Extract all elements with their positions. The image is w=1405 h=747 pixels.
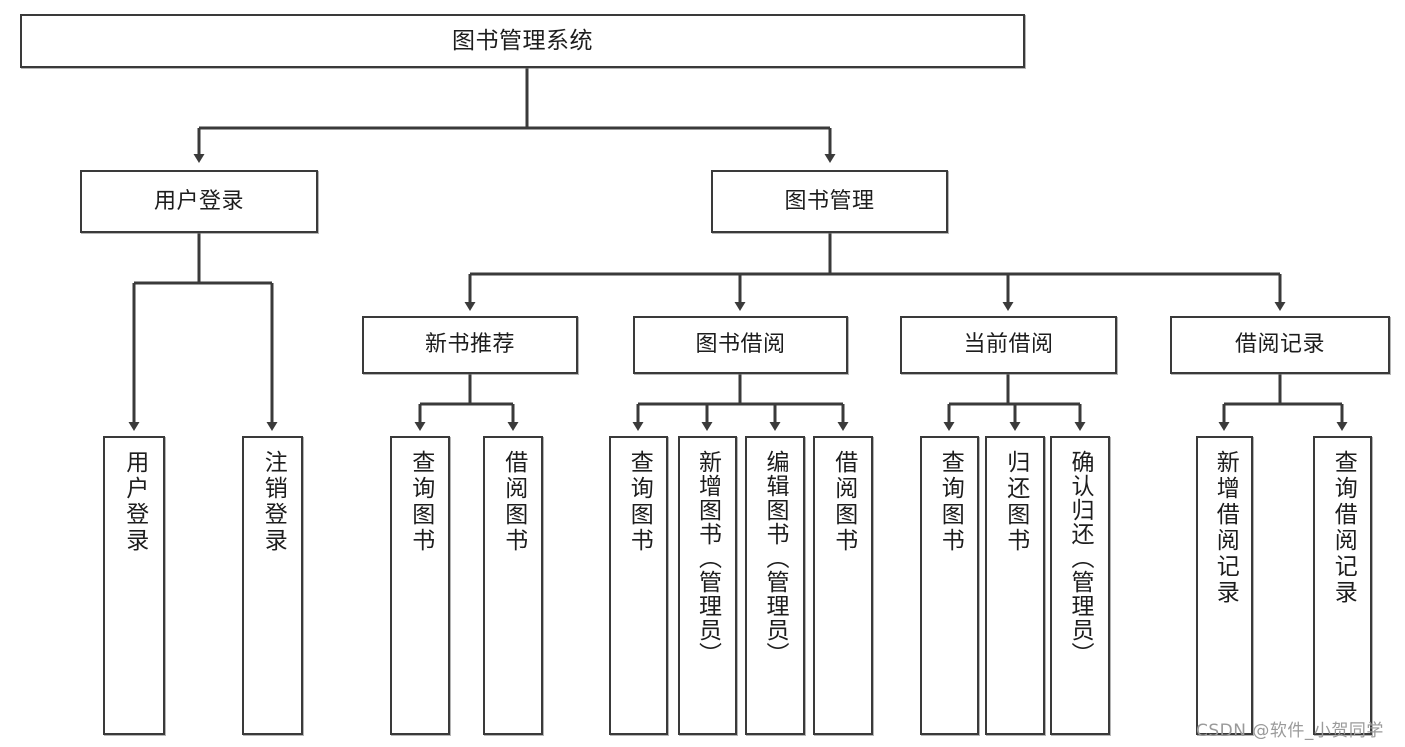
node-leaf-confirm-return-admin[interactable]: 确认归还（管理员） [1050, 436, 1110, 735]
node-book-borrow[interactable]: 图书借阅 [633, 316, 848, 374]
node-leaf-logout[interactable]: 注销登录 [242, 436, 303, 735]
node-book-manage[interactable]: 图书管理 [711, 170, 948, 233]
node-leaf-borrow-book-1-label: 借阅图书 [500, 450, 527, 554]
node-leaf-query-book-2-label: 查询图书 [626, 450, 653, 554]
node-user-login-label: 用户登录 [153, 188, 244, 214]
node-new-book-rec[interactable]: 新书推荐 [362, 316, 578, 374]
node-book-manage-label: 图书管理 [784, 188, 875, 214]
node-leaf-add-borrow-record-label: 新增借阅记录 [1212, 450, 1239, 606]
node-new-book-rec-label: 新书推荐 [424, 332, 515, 358]
node-leaf-user-login[interactable]: 用户登录 [103, 436, 165, 735]
node-leaf-add-book-admin-label: 新增图书（管理员） [694, 450, 721, 666]
node-leaf-confirm-return-admin-label: 确认归还（管理员） [1067, 450, 1094, 666]
node-leaf-query-book-2[interactable]: 查询图书 [609, 436, 668, 735]
node-leaf-logout-label: 注销登录 [260, 450, 287, 554]
node-leaf-borrow-book-1[interactable]: 借阅图书 [483, 436, 543, 735]
node-leaf-query-book-1-label: 查询图书 [407, 450, 434, 554]
node-current-borrow-label: 当前借阅 [963, 332, 1054, 358]
node-leaf-user-login-label: 用户登录 [121, 450, 148, 554]
node-leaf-query-borrow-record[interactable]: 查询借阅记录 [1313, 436, 1372, 735]
node-leaf-query-book-3[interactable]: 查询图书 [920, 436, 979, 735]
node-leaf-query-book-1[interactable]: 查询图书 [390, 436, 450, 735]
node-leaf-query-book-3-label: 查询图书 [937, 450, 964, 554]
node-book-borrow-label: 图书借阅 [695, 332, 786, 358]
node-root-label: 图书管理系统 [452, 27, 593, 54]
node-leaf-add-book-admin[interactable]: 新增图书（管理员） [678, 436, 737, 735]
csdn-watermark: CSDN @软件_小贺同学 [1196, 721, 1384, 741]
node-user-login[interactable]: 用户登录 [80, 170, 318, 233]
node-borrow-record[interactable]: 借阅记录 [1170, 316, 1390, 374]
node-current-borrow[interactable]: 当前借阅 [900, 316, 1117, 374]
node-borrow-record-label: 借阅记录 [1234, 332, 1325, 358]
node-leaf-borrow-book-2-label: 借阅图书 [830, 450, 857, 554]
node-leaf-return-book-label: 归还图书 [1002, 450, 1029, 554]
node-leaf-edit-book-admin-label: 编辑图书（管理员） [762, 450, 789, 666]
node-leaf-borrow-book-2[interactable]: 借阅图书 [813, 436, 873, 735]
node-leaf-query-borrow-record-label: 查询借阅记录 [1330, 450, 1357, 606]
node-leaf-edit-book-admin[interactable]: 编辑图书（管理员） [745, 436, 805, 735]
node-leaf-add-borrow-record[interactable]: 新增借阅记录 [1196, 436, 1253, 735]
node-leaf-return-book[interactable]: 归还图书 [985, 436, 1045, 735]
node-root[interactable]: 图书管理系统 [20, 14, 1025, 68]
